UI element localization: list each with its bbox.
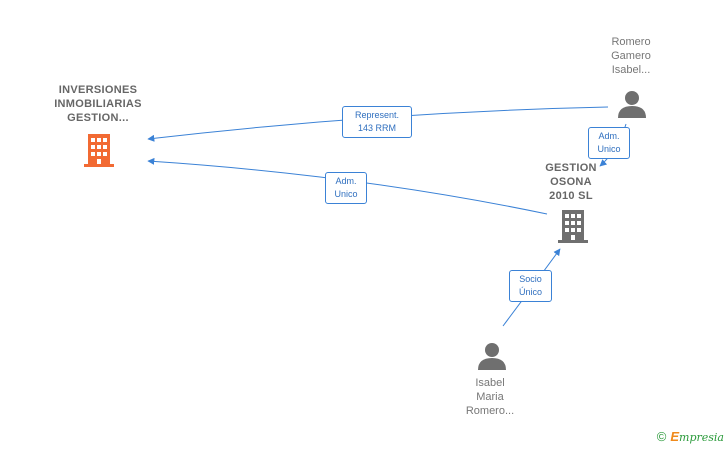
node-label-line: GESTION... [67, 112, 129, 124]
node-label-line: OSONA [550, 176, 592, 188]
empresia-logo: ©Empresia [657, 429, 724, 444]
edge-label-represent[interactable]: Represent. 143 RRM [342, 106, 412, 138]
edge-label-line: Adm. [335, 176, 357, 186]
edge-label-line: Único [518, 287, 542, 297]
node-label-line: Gamero [611, 50, 651, 62]
node-label-line: Romero [611, 36, 651, 48]
person-icon[interactable] [478, 343, 506, 370]
edge-label-adm-unico-mid[interactable]: Adm. Unico [325, 172, 367, 204]
edge-label-line: 143 RRM [357, 123, 396, 133]
node-label-line: Maria [476, 391, 504, 403]
node-label-romero-gamero[interactable]: Romero Gamero Isabel... [596, 35, 666, 77]
brand-initial: E [670, 429, 680, 444]
copyright-icon: © [656, 429, 667, 444]
node-label-line: 2010 SL [549, 190, 593, 202]
edge-label-socio-unico[interactable]: Socio Único [509, 270, 552, 302]
edge-label-line: Socio [519, 274, 542, 284]
node-label-gestion-osona[interactable]: GESTION OSONA 2010 SL [530, 161, 612, 203]
node-label-line: Romero... [465, 405, 515, 417]
node-label-isabel-maria[interactable]: Isabel Maria Romero... [455, 376, 525, 418]
node-label-line: Isabel [475, 377, 505, 389]
node-label-line: INMOBILIARIAS [54, 98, 142, 110]
node-label-line: GESTION [545, 162, 597, 174]
brand-name: mpresia [679, 431, 724, 444]
node-label-line: Isabel... [611, 64, 651, 76]
edge-label-line: Unico [334, 189, 358, 199]
building-icon[interactable] [558, 210, 588, 243]
edge-label-line: Represent. [354, 110, 400, 120]
edge-label-line: Unico [597, 144, 621, 154]
person-icon[interactable] [618, 91, 646, 118]
edge-label-line: Adm. [598, 131, 620, 141]
building-icon[interactable] [84, 134, 114, 167]
node-label-inversiones[interactable]: INVERSIONES INMOBILIARIAS GESTION... [30, 83, 166, 125]
node-label-line: INVERSIONES [58, 84, 138, 96]
edge-label-adm-unico-top[interactable]: Adm. Unico [588, 127, 630, 159]
